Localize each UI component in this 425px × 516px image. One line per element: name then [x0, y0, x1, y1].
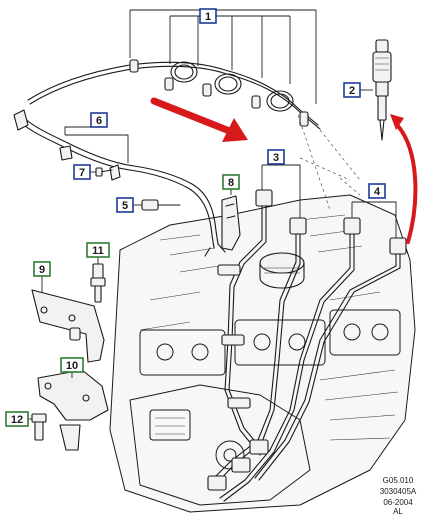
callout-3: 3 — [267, 149, 285, 165]
callout-number-9: 9 — [39, 264, 45, 276]
arrow-curved — [390, 114, 418, 244]
wiring-harness — [13, 109, 226, 257]
callout-box-2 — [343, 82, 361, 98]
stud-bolt-11 — [90, 257, 106, 303]
callout-12: 12 — [5, 411, 29, 427]
bolt-7 — [90, 167, 113, 177]
return-line-assembly — [27, 9, 321, 130]
bracket-10 — [37, 369, 109, 451]
engine-block — [109, 194, 416, 513]
reference-line-2: 3030405A — [380, 487, 417, 496]
callout-box-4 — [368, 183, 386, 199]
callout-number-11: 11 — [92, 245, 104, 257]
callout-box-1 — [199, 8, 217, 24]
callout-number-4: 4 — [374, 186, 381, 198]
drawing-reference: G05.010 3030405A 06-2004 AL — [380, 476, 417, 516]
reference-line-4: AL — [393, 507, 403, 516]
callout-number-1: 1 — [205, 11, 211, 23]
callout-10: 10 — [60, 357, 84, 373]
callout-box-3 — [267, 149, 285, 165]
callout-number-10: 10 — [66, 360, 78, 372]
callout-11: 11 — [86, 242, 110, 258]
callout-number-2: 2 — [349, 85, 355, 97]
bracket-9 — [31, 276, 105, 363]
callout-box-7 — [73, 164, 91, 180]
callout-number-8: 8 — [228, 177, 234, 189]
callout-1: 1 — [199, 8, 217, 24]
callout-9: 9 — [33, 261, 51, 277]
sealing-ring — [170, 61, 198, 83]
reference-lines — [297, 114, 361, 211]
fitting-4 — [351, 201, 397, 238]
callout-number-12: 12 — [11, 414, 23, 426]
sealing-ring — [266, 90, 294, 112]
callout-box-5 — [116, 197, 134, 213]
callout-6: 6 — [90, 112, 108, 128]
callout-box-9 — [33, 261, 51, 277]
callout-box-12 — [5, 411, 29, 427]
arrow-right-down — [150, 97, 248, 142]
connector-5 — [131, 199, 181, 211]
callout-number-3: 3 — [273, 152, 279, 164]
callout-2: 2 — [343, 82, 361, 98]
callout-number-5: 5 — [122, 200, 128, 212]
reference-line-1: G05.010 — [383, 476, 414, 485]
callout-5: 5 — [116, 197, 134, 213]
sealing-ring — [214, 73, 242, 95]
injector — [360, 39, 392, 141]
callout-box-10 — [60, 357, 84, 373]
callout-8: 8 — [222, 174, 240, 190]
bracket-8 — [221, 188, 241, 251]
callout-7: 7 — [73, 164, 91, 180]
bolt-12 — [26, 413, 47, 441]
callout-number-6: 6 — [96, 115, 102, 127]
direction-arrows — [150, 97, 418, 244]
callout-4: 4 — [368, 183, 386, 199]
callout-box-6 — [90, 112, 108, 128]
reference-line-3: 06-2004 — [383, 498, 413, 507]
callout-number-7: 7 — [79, 167, 85, 179]
callout-box-11 — [86, 242, 110, 258]
high-pressure-fuel-lines — [207, 164, 407, 502]
callout-box-8 — [222, 174, 240, 190]
